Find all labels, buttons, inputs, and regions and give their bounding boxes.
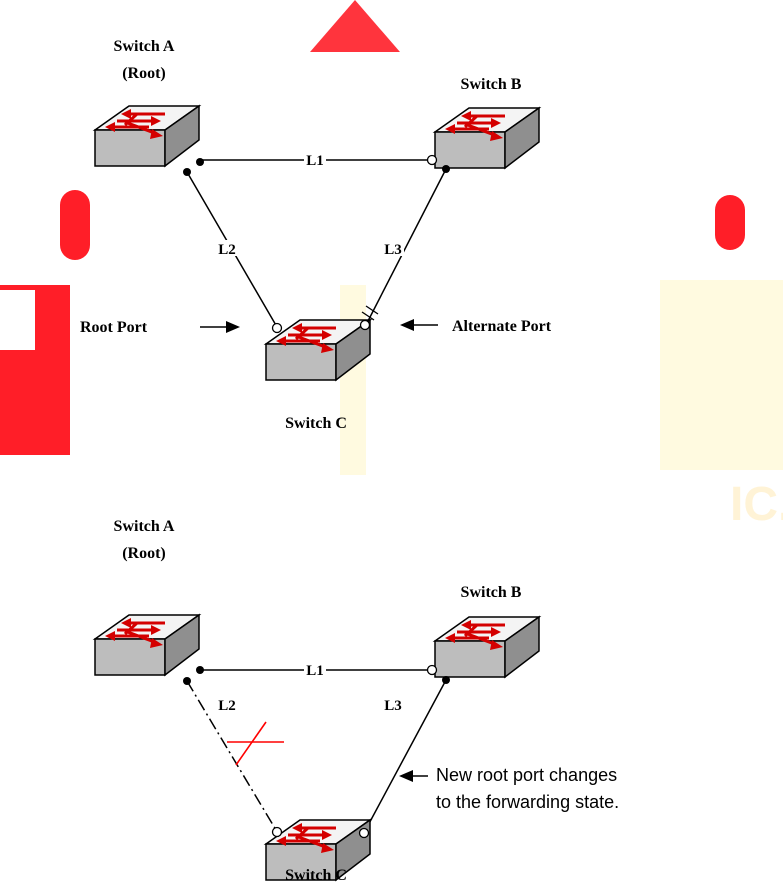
top-diagram: Switch A (Root) Switch B Switch C L1 L2 … <box>80 38 552 432</box>
alternate-port-c <box>359 319 371 331</box>
new-root-port-arrow <box>399 770 428 782</box>
port-a-l2 <box>183 677 191 685</box>
port-a-l1 <box>196 666 204 674</box>
root-port-label: Root Port <box>80 319 148 336</box>
port-b-l3 <box>442 676 450 684</box>
switch-a-role: (Root) <box>122 65 166 82</box>
switch-a-icon <box>93 613 201 677</box>
switch-c-name: Switch C <box>285 867 347 884</box>
blocked-mark <box>361 305 379 321</box>
link-l2-label: L2 <box>218 242 236 258</box>
switch-c-name: Switch C <box>285 415 347 432</box>
link-l1-label: L1 <box>306 153 324 169</box>
port-a-l1 <box>196 158 204 166</box>
link-failure-mark <box>227 721 284 766</box>
switch-a-icon <box>93 104 201 168</box>
watermark-text: IC. <box>730 478 783 531</box>
port-a-l2 <box>183 168 191 176</box>
switch-b-icon <box>433 615 541 679</box>
link-l3-bottom <box>364 679 447 832</box>
alternate-port-label: Alternate Port <box>452 318 552 335</box>
note-line-2: to the forwarding state. <box>436 792 619 812</box>
link-l3-label: L3 <box>384 698 402 714</box>
switch-a-name: Switch A <box>114 38 175 55</box>
bottom-diagram: Switch A (Root) Switch B Switch C L1 L2 … <box>93 518 619 884</box>
port-c-l2 <box>271 826 283 838</box>
switch-b-name: Switch B <box>461 584 522 601</box>
switch-b-icon <box>433 106 541 170</box>
switch-a-role: (Root) <box>122 545 166 562</box>
port-b-l1 <box>426 154 438 166</box>
switch-b-name: Switch B <box>461 76 522 93</box>
link-l2-label: L2 <box>218 698 236 714</box>
root-port-c <box>271 322 283 334</box>
watermark: IC. <box>0 0 783 531</box>
new-root-port-c <box>358 827 370 839</box>
note-line-1: New root port changes <box>436 765 617 785</box>
port-b-l3 <box>442 165 450 173</box>
link-l2-failed <box>186 680 277 831</box>
link-l3 <box>367 168 447 322</box>
alternate-port-arrow <box>400 319 438 331</box>
root-port-arrow <box>200 321 240 333</box>
link-l3-label: L3 <box>384 242 402 258</box>
port-b-l1 <box>426 664 438 676</box>
switch-a-name: Switch A <box>114 518 175 535</box>
link-l1-label: L1 <box>306 663 324 679</box>
